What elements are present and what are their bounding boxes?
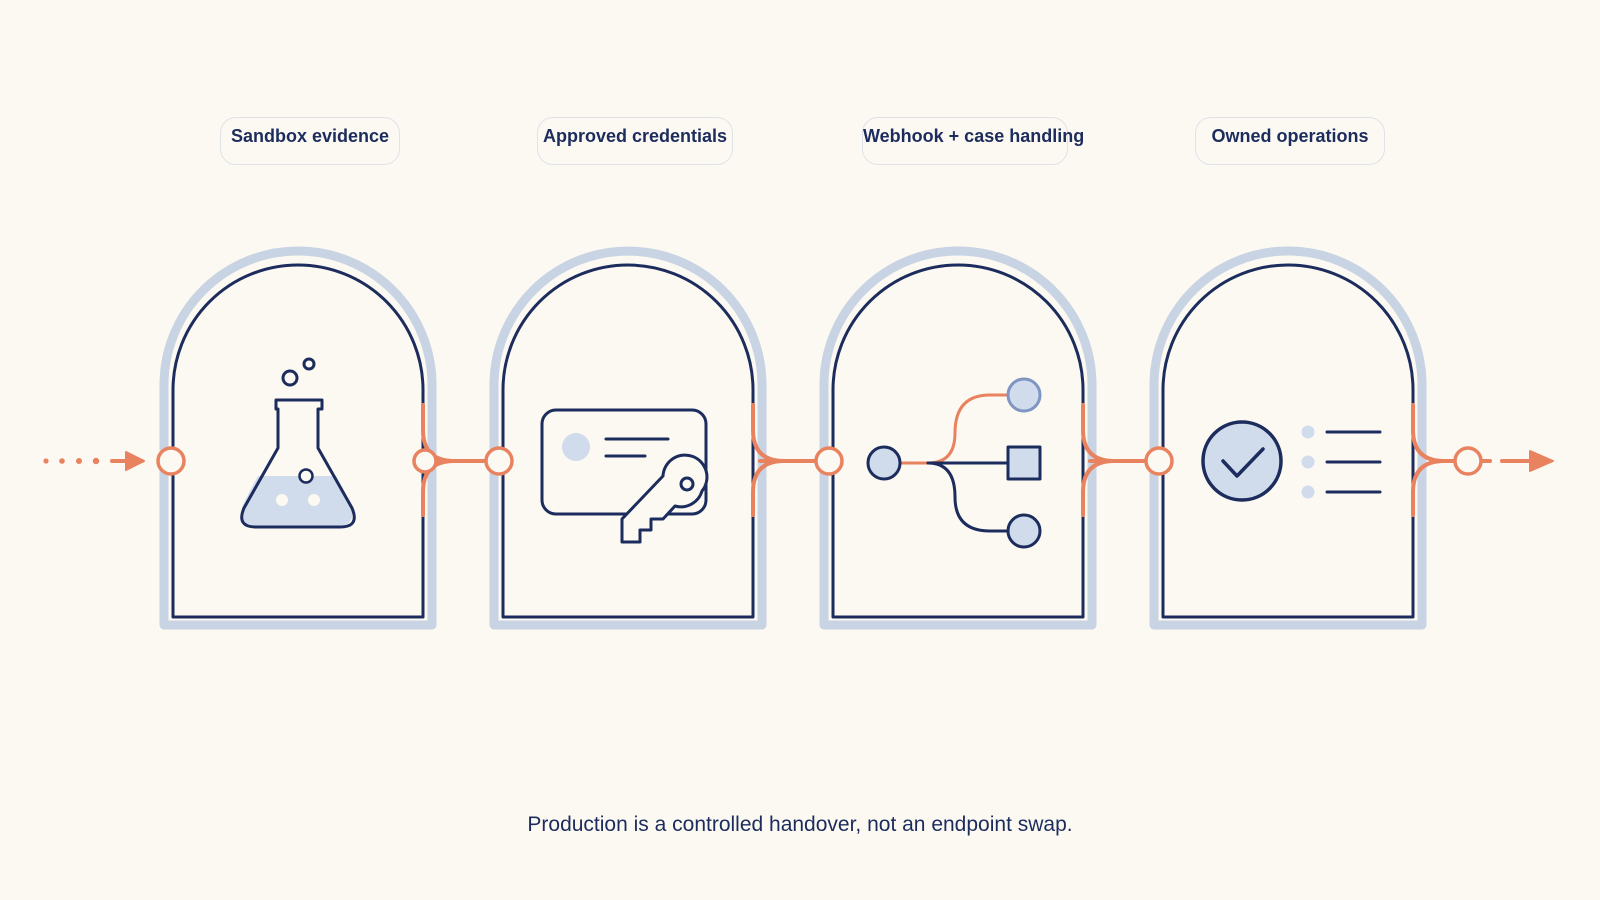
check-circle-icon (1201, 420, 1283, 502)
flask-icon (240, 357, 356, 529)
flow-node-4 (1144, 446, 1174, 476)
stage-label-approved-credentials: Approved credentials (537, 117, 733, 165)
connector-2-3 (751, 403, 817, 517)
stage-label-sandbox-evidence: Sandbox evidence (220, 117, 400, 165)
stage-frame-sandbox-evidence (159, 246, 437, 630)
stage-frame-approved-credentials (489, 246, 767, 630)
stage-label-webhook-case-handling: Webhook + case handling (862, 117, 1084, 165)
flow-node-1 (156, 446, 186, 476)
stage-frame-webhook-case-handling (819, 246, 1097, 630)
flow-node-junction-1 (412, 448, 438, 474)
flow-line (43, 403, 1554, 517)
stage-label-owned-operations: Owned operations (1195, 117, 1385, 165)
checklist-icon (1201, 420, 1382, 502)
diagram-caption: Production is a controlled handover, not… (527, 813, 1073, 836)
flow-node-3 (814, 446, 844, 476)
exit-connector (1411, 403, 1554, 517)
credential-card-icon (540, 408, 708, 516)
connector-3-4 (1081, 403, 1147, 517)
entry-dotted-line (43, 451, 145, 471)
flow-nodes (156, 446, 1483, 476)
key-icon (620, 453, 709, 544)
stage-frame-owned-operations (1149, 246, 1427, 630)
branching-routes-icon (866, 377, 1042, 549)
flow-node-exit (1453, 446, 1483, 476)
credential-key-icon (540, 408, 709, 544)
flow-node-2 (484, 446, 514, 476)
